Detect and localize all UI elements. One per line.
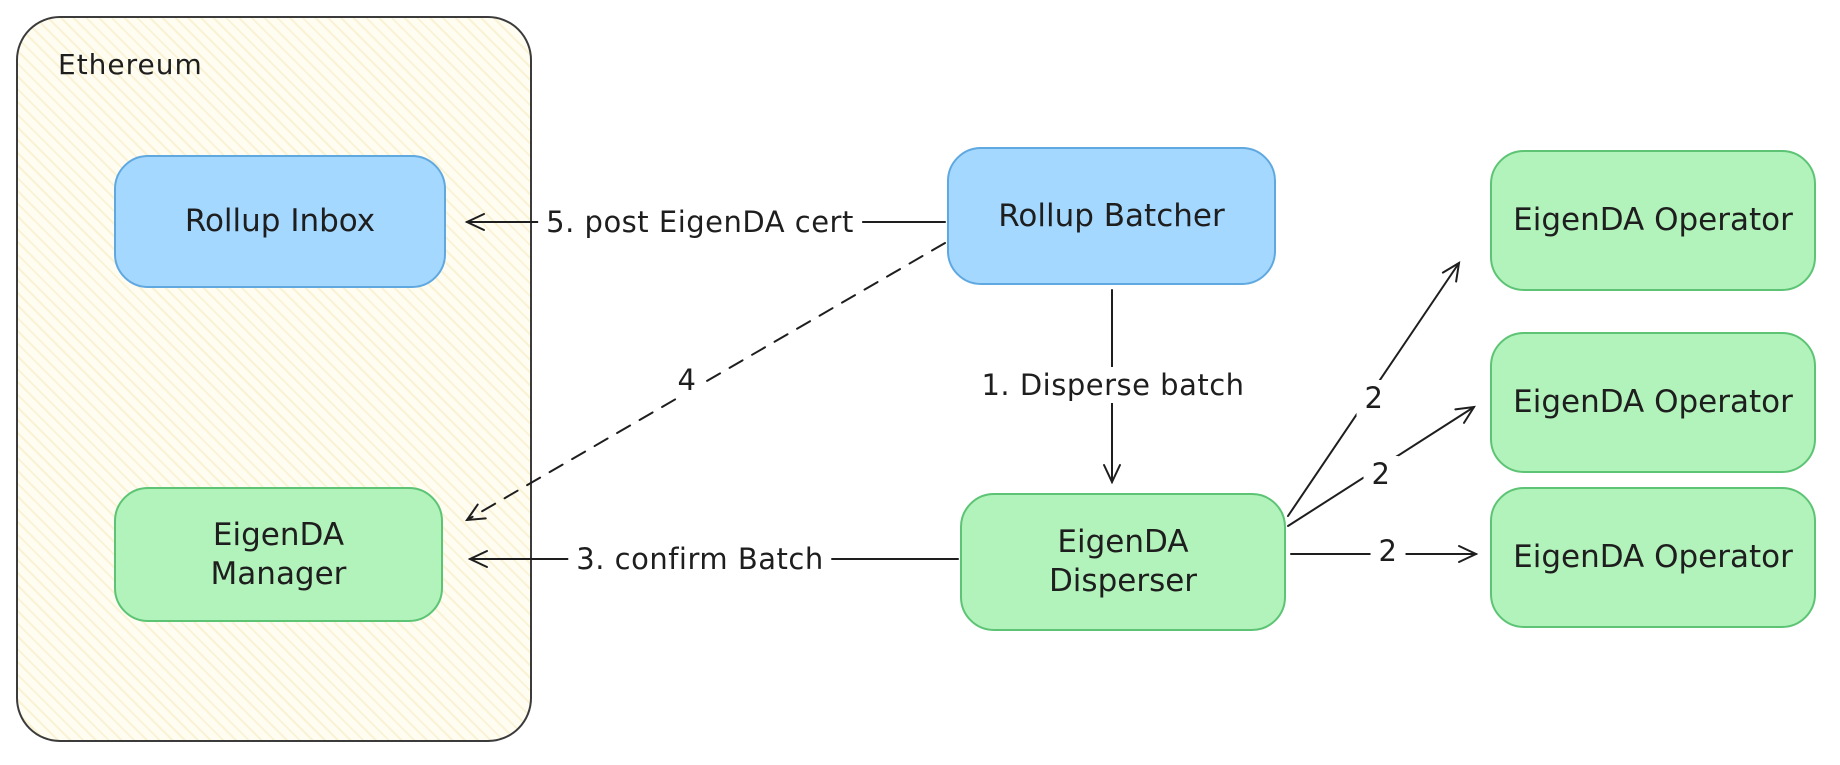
edge-label-operator-mid: 2 — [1363, 456, 1399, 492]
arrow-step4-dashed — [464, 242, 946, 522]
node-eigenda-operator-top-label: EigenDA Operator — [1513, 202, 1793, 239]
node-eigenda-operator-bottom-label: EigenDA Operator — [1513, 539, 1793, 576]
node-eigenda-disperser: EigenDA Disperser — [960, 493, 1286, 631]
edge-label-operator-top: 2 — [1356, 380, 1392, 416]
node-eigenda-operator-bottom: EigenDA Operator — [1490, 487, 1816, 628]
node-eigenda-operator-mid-label: EigenDA Operator — [1513, 384, 1793, 421]
node-eigenda-operator-top: EigenDA Operator — [1490, 150, 1816, 291]
edge-label-post-eigenda-cert: 5. post EigenDA cert — [538, 204, 862, 240]
node-eigenda-manager-label: EigenDA Manager — [210, 516, 347, 592]
node-rollup-inbox: Rollup Inbox — [114, 155, 446, 288]
node-rollup-inbox-label: Rollup Inbox — [184, 203, 376, 240]
node-eigenda-disperser-label: EigenDA Disperser — [1048, 524, 1198, 599]
ethereum-group-box — [16, 16, 532, 742]
edge-label-confirm-batch: 3. confirm Batch — [568, 541, 832, 577]
node-eigenda-operator-mid: EigenDA Operator — [1490, 332, 1816, 473]
ethereum-group-label: Ethereum — [58, 48, 203, 81]
edge-label-disperse-batch: 1. Disperse batch — [973, 367, 1253, 403]
node-rollup-batcher: Rollup Batcher — [947, 147, 1276, 285]
node-rollup-batcher-label: Rollup Batcher — [998, 197, 1225, 234]
edge-label-step4: 4 — [669, 362, 705, 398]
edge-label-operator-bottom: 2 — [1370, 533, 1406, 569]
node-eigenda-manager: EigenDA Manager — [114, 487, 443, 622]
